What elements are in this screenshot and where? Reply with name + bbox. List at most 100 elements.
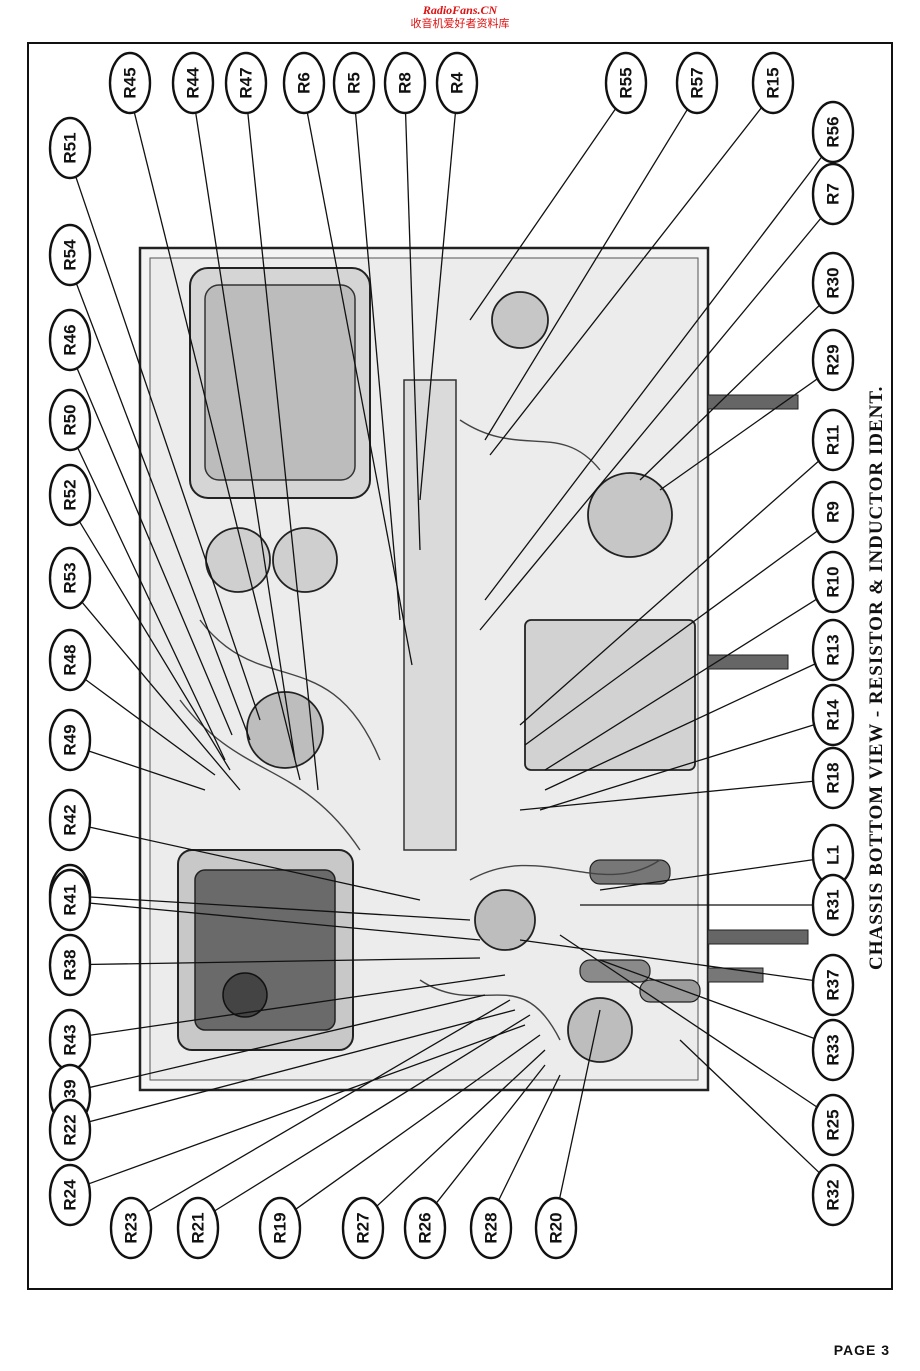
leader-r40	[85, 896, 471, 921]
leader-r24	[84, 1024, 526, 1186]
leader-r21	[211, 1014, 531, 1214]
callout-r13: R13	[811, 618, 855, 682]
callout-label: R42	[61, 804, 80, 835]
leader-r45	[133, 110, 301, 781]
callout-label: R32	[824, 1179, 843, 1210]
callout-bubble	[811, 328, 855, 392]
callout-bubble	[341, 1196, 385, 1260]
callout-bubble	[224, 51, 268, 115]
leader-r30	[639, 302, 823, 481]
leader-r44	[194, 110, 296, 761]
callout-label: R57	[688, 67, 707, 98]
callout-r54: R54	[48, 223, 92, 287]
callout-r33: R33	[811, 1018, 855, 1082]
callout-label: R52	[61, 479, 80, 510]
callout-bubble	[176, 1196, 220, 1260]
callout-bubble	[811, 251, 855, 315]
callout-label: R25	[824, 1109, 843, 1140]
callout-bubble	[811, 1018, 855, 1082]
callout-bubble	[48, 546, 92, 610]
leader-r5	[354, 110, 401, 621]
leader-r23	[144, 999, 511, 1215]
callout-label: R30	[824, 267, 843, 298]
callout-r55: R55	[604, 51, 648, 115]
callout-r56: R56	[811, 100, 855, 164]
callout-bubble	[48, 223, 92, 287]
chassis-illustration	[138, 246, 809, 1092]
leader-r14	[539, 723, 818, 811]
callout-bubble	[811, 480, 855, 544]
callout-bubble	[534, 1196, 578, 1260]
callout-label: R38	[61, 949, 80, 980]
callout-bubble	[48, 116, 92, 180]
callout-r38: R38	[48, 933, 92, 997]
leader-r57	[484, 106, 690, 441]
callout-r30: R30	[811, 251, 855, 315]
callout-label: R48	[61, 644, 80, 675]
callout-r25: R25	[811, 1093, 855, 1157]
callout-label: R8	[396, 72, 415, 94]
callout-r14: R14	[811, 683, 855, 747]
callout-label: R18	[824, 762, 843, 793]
callout-label: R26	[416, 1212, 435, 1243]
callout-bubble	[48, 463, 92, 527]
callout-label: R11	[824, 425, 843, 455]
callout-r11: R11	[811, 408, 855, 472]
leader-r47	[246, 110, 319, 791]
leader-r51	[74, 174, 261, 721]
callout-bubble	[811, 618, 855, 682]
leader-r56	[484, 154, 824, 601]
leader-r43	[85, 974, 506, 1037]
callout-r42: R42	[48, 788, 92, 852]
callout-label: R53	[61, 562, 80, 593]
callout-bubble	[332, 51, 376, 115]
callout-bubble	[811, 550, 855, 614]
leader-r53	[79, 599, 241, 791]
diagram-caption: CHASSIS BOTTOM VIEW - RESISTOR & INDUCTO…	[866, 386, 887, 970]
callout-label: R28	[482, 1212, 501, 1243]
callout-bubble	[171, 51, 215, 115]
callout-r47: R47	[224, 51, 268, 115]
callout-label: R43	[61, 1024, 80, 1055]
callout-label: R21	[189, 1212, 208, 1243]
callout-r9: R9	[811, 480, 855, 544]
callout-r8: R8	[383, 51, 427, 115]
callout-bubble	[604, 51, 648, 115]
callout-r26: R26	[403, 1196, 447, 1260]
watermark-site: RadioFans.CN	[422, 3, 498, 17]
callout-bubble	[675, 51, 719, 115]
callout-label: R5	[345, 72, 364, 94]
callout-label: R37	[824, 969, 843, 1000]
callout-r4: R4	[435, 51, 479, 115]
callout-label: R47	[237, 67, 256, 98]
leader-r25	[559, 934, 821, 1110]
callout-bubble	[403, 1196, 447, 1260]
callout-bubble	[811, 100, 855, 164]
callout-label: R56	[824, 116, 843, 147]
callout-label: R29	[824, 344, 843, 375]
callout-r43: R43	[48, 1008, 92, 1072]
callout-label: R19	[271, 1212, 290, 1243]
callout-r6: R6	[282, 51, 326, 115]
callout-bubble	[48, 308, 92, 372]
leader-r49	[84, 749, 206, 791]
callout-r15: R15	[751, 51, 795, 115]
callout-bubble	[48, 933, 92, 997]
leader-r33	[599, 959, 819, 1041]
leader-r9	[524, 528, 821, 746]
callout-r27: R27	[341, 1196, 385, 1260]
callout-r5: R5	[332, 51, 376, 115]
callout-bubble	[282, 51, 326, 115]
leader-r10	[544, 596, 820, 771]
callout-r44: R44	[171, 51, 215, 115]
leader-r13	[544, 661, 819, 791]
callout-r57: R57	[675, 51, 719, 115]
callout-label: R46	[61, 324, 80, 355]
leader-r41	[85, 902, 481, 941]
callout-label: R23	[122, 1212, 141, 1243]
callout-label: R27	[354, 1212, 373, 1243]
callout-label: R24	[61, 1179, 80, 1211]
callout-r29: R29	[811, 328, 855, 392]
callout-bubble	[48, 1098, 92, 1162]
